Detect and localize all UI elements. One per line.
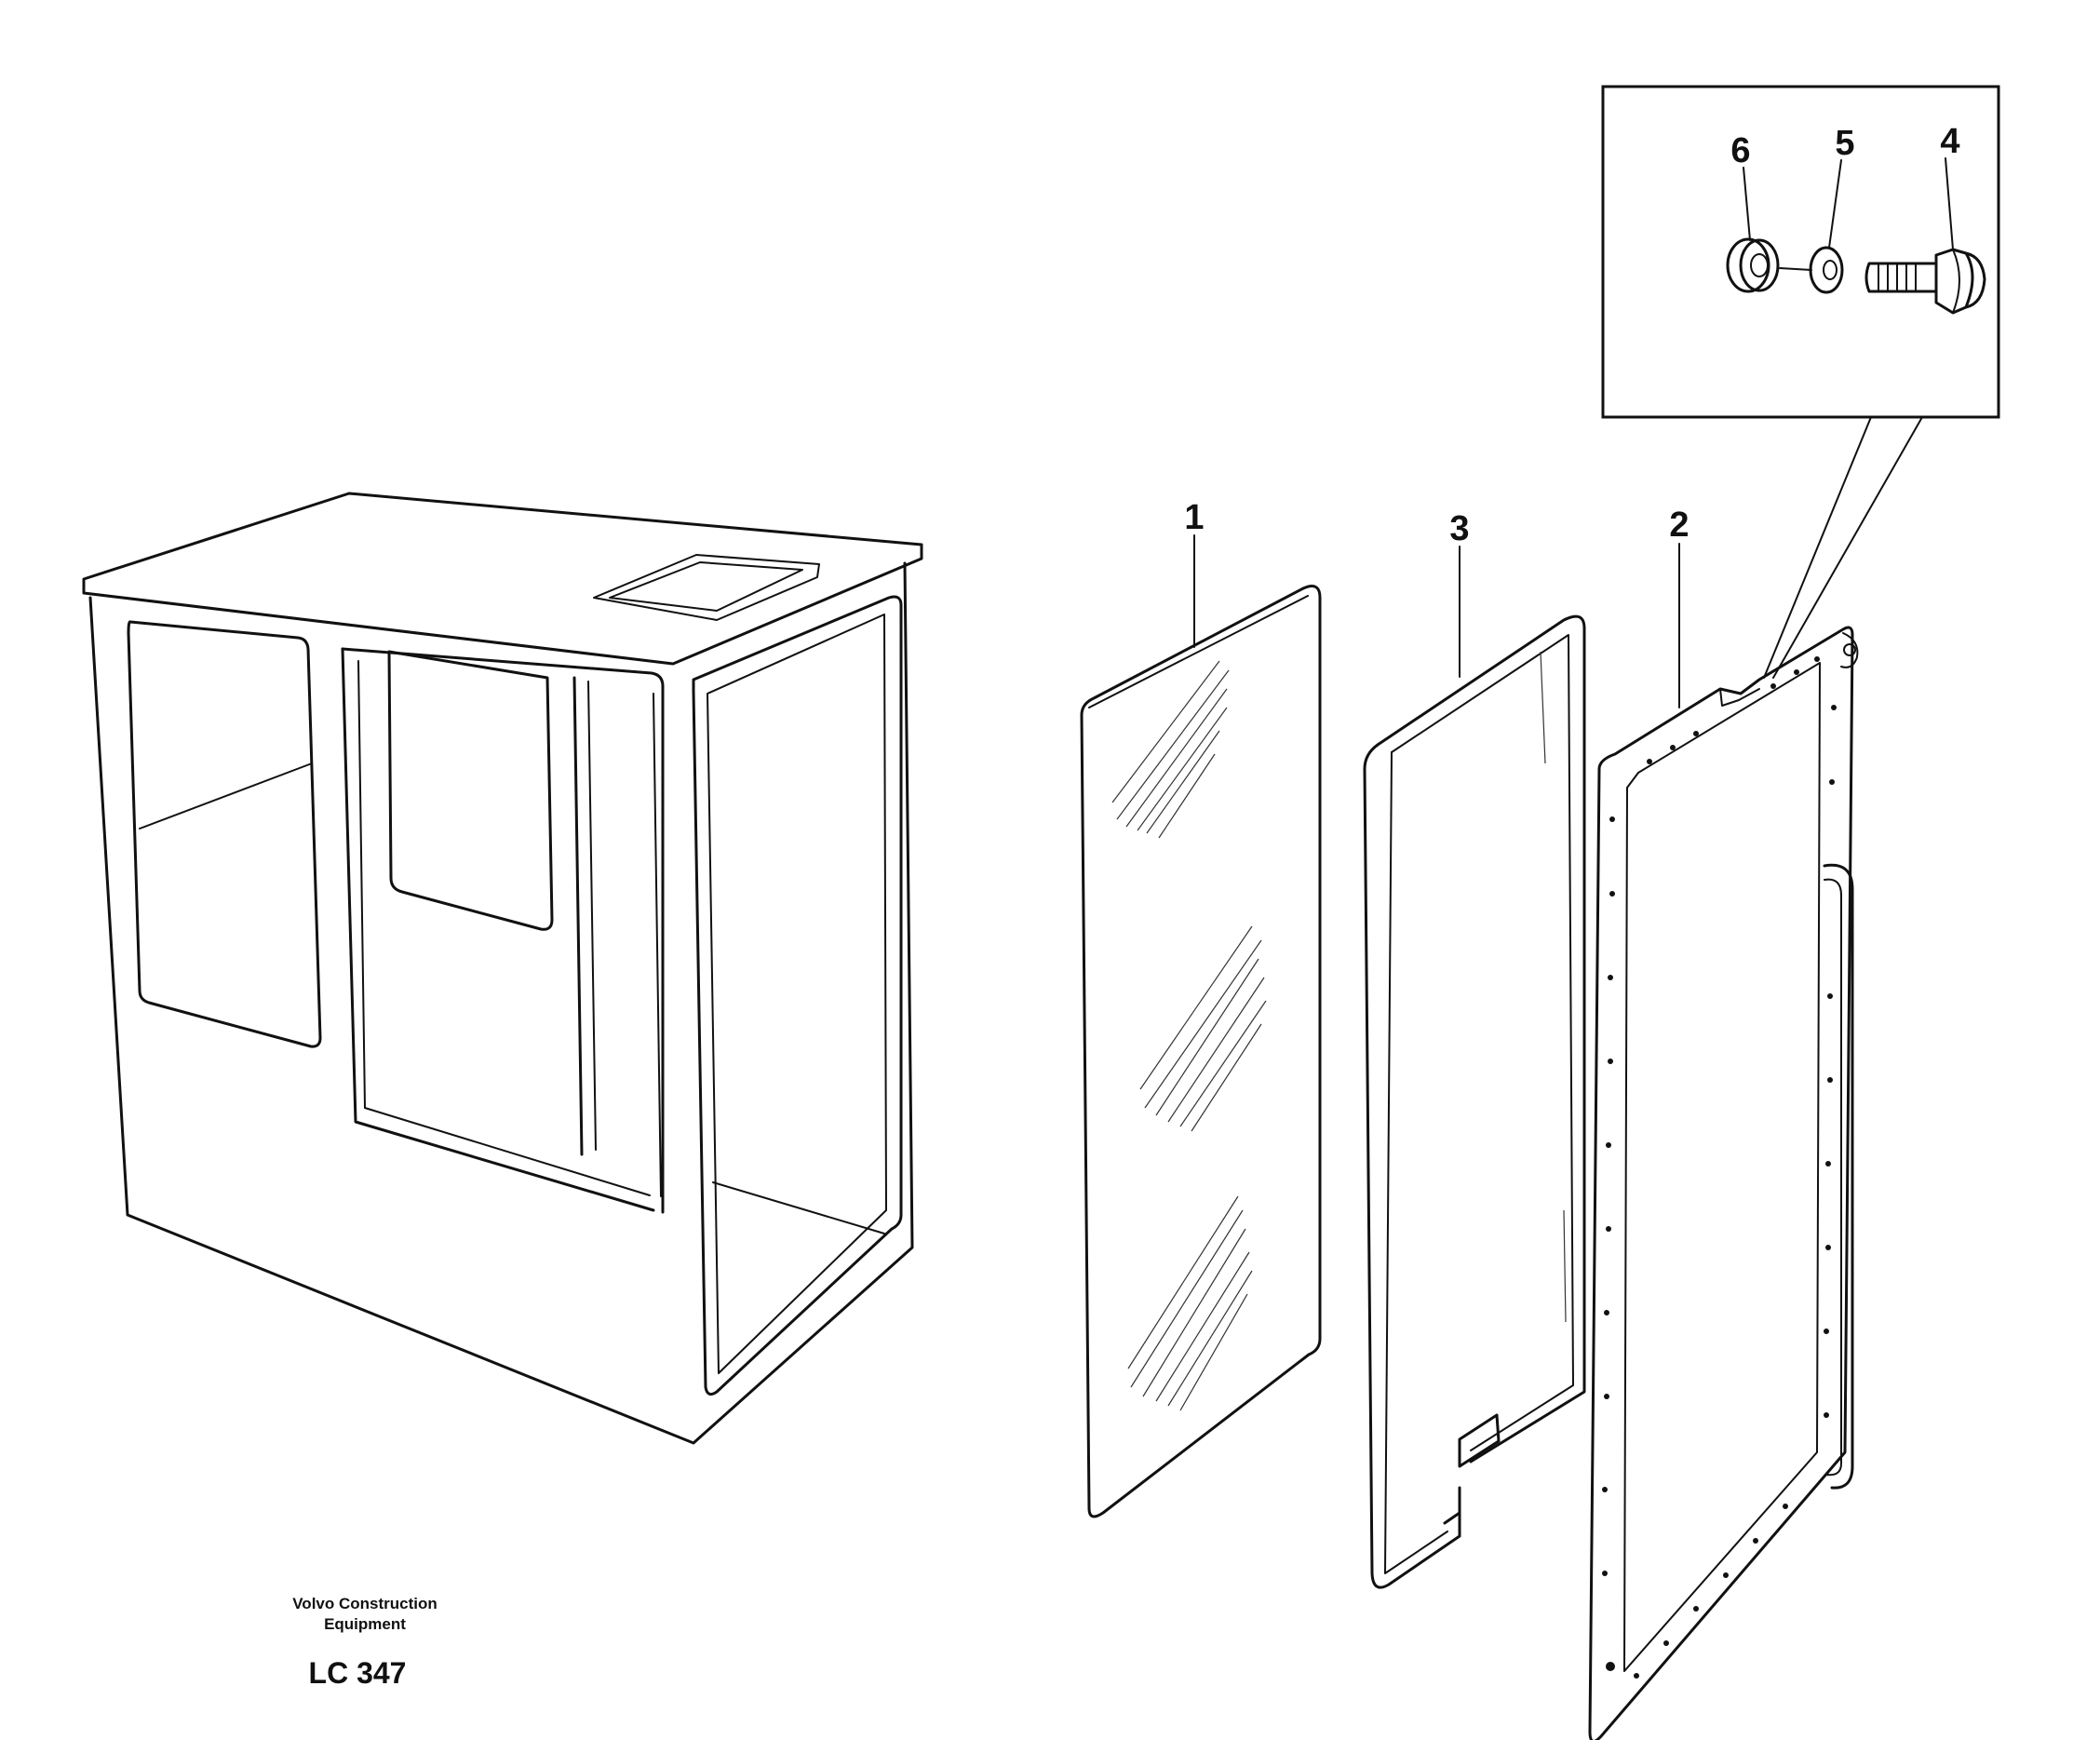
callout-6: 6 <box>1730 131 1750 170</box>
window-frame <box>1588 626 1859 1740</box>
cab-roof <box>82 492 923 666</box>
cab-body <box>88 561 914 1445</box>
callout-4: 4 <box>1940 122 1959 161</box>
credit-line-2: Equipment <box>324 1615 406 1633</box>
callout-1: 1 <box>1184 498 1204 537</box>
callout-3: 3 <box>1449 509 1469 548</box>
callout-2: 2 <box>1669 506 1689 545</box>
screw-part <box>1864 248 1986 315</box>
cab-illustration <box>82 492 923 1445</box>
cab-door-frame <box>341 647 665 1214</box>
rubber-seal <box>1363 614 1586 1589</box>
cab-side-window <box>692 595 903 1396</box>
nut-part <box>1726 237 1780 293</box>
drawing-code: LC 347 <box>309 1656 407 1690</box>
cab-roof-hatch <box>593 554 820 621</box>
credit-line-1: Volvo Construction <box>292 1595 438 1612</box>
glass-pane <box>1080 585 1322 1518</box>
fastener-detail-inset <box>1601 85 2000 679</box>
detail-box <box>1601 85 2000 419</box>
cab-door-window <box>387 650 554 931</box>
cab-front-window <box>127 620 322 1048</box>
detail-leader <box>1763 416 1923 679</box>
washer-part <box>1779 246 1844 294</box>
frame-bolt-holes <box>1602 656 1837 1679</box>
callout-5: 5 <box>1835 124 1854 163</box>
